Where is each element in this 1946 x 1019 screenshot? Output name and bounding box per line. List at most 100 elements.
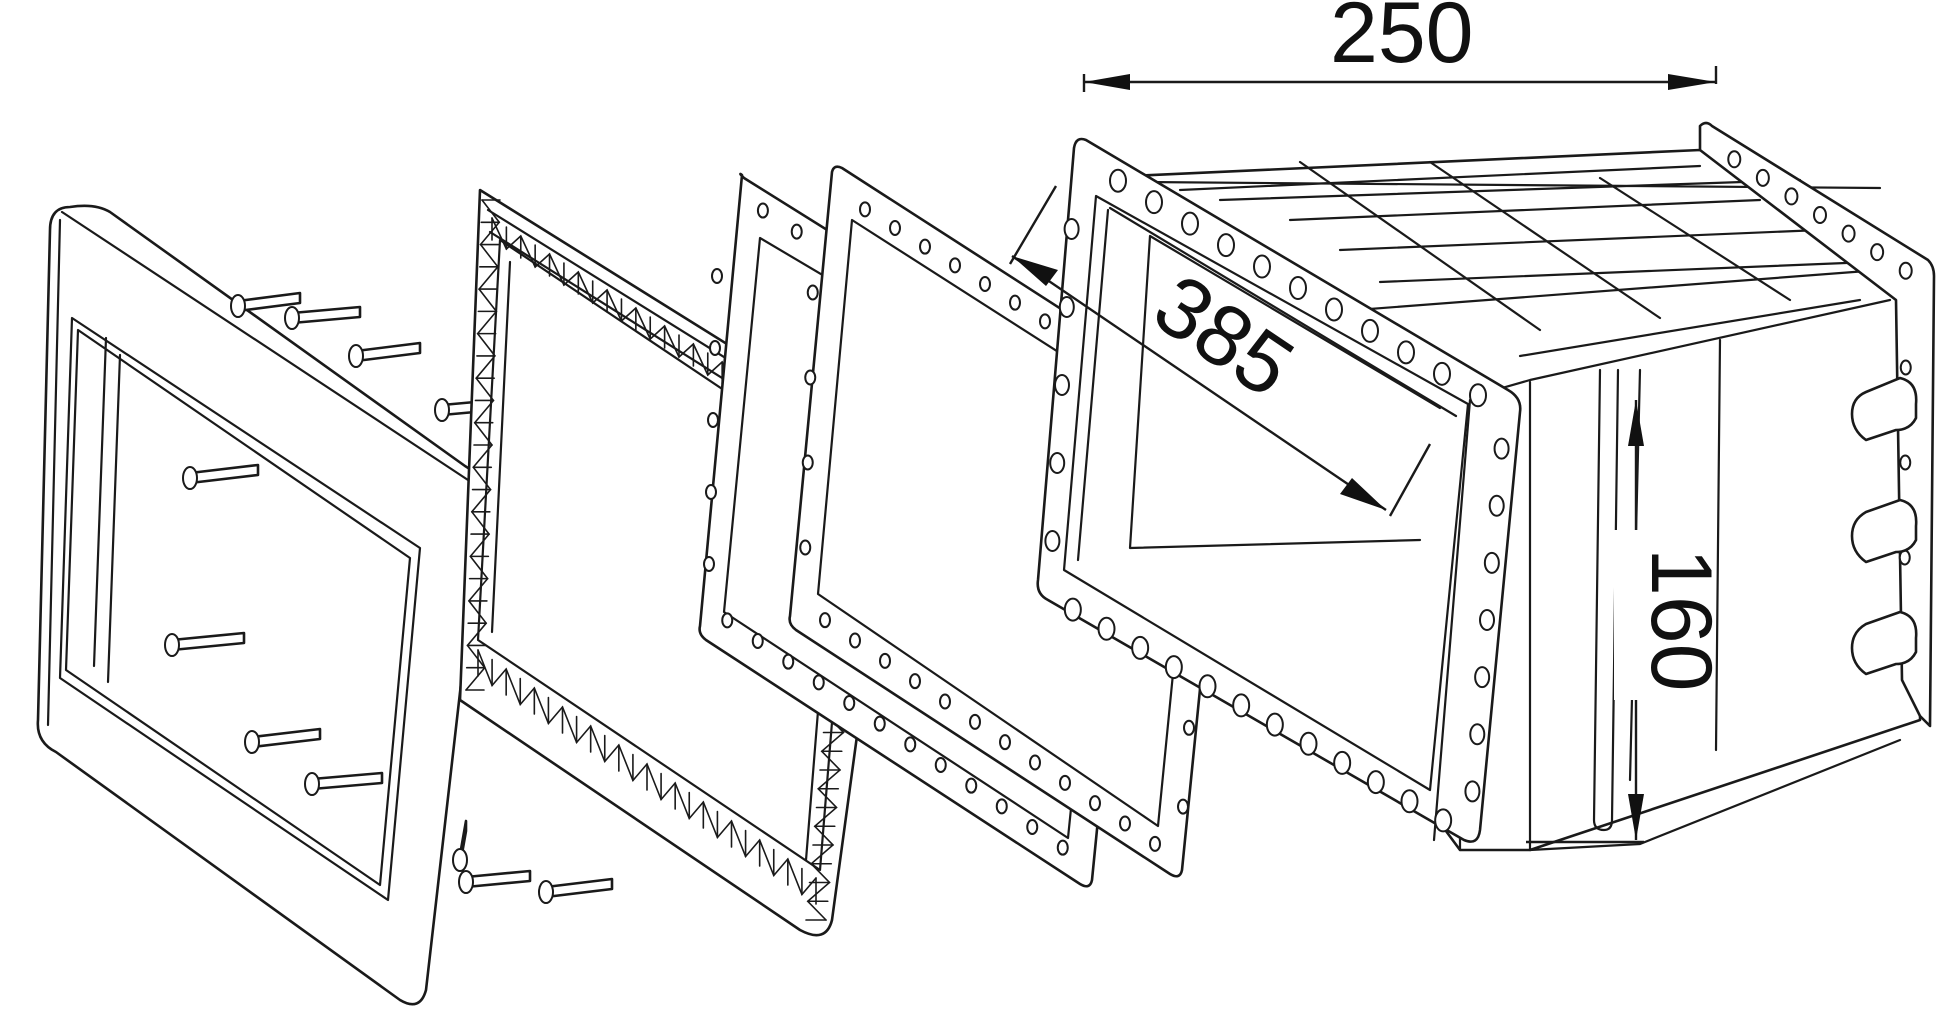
- bolt-hole: [804, 369, 817, 386]
- screw: [452, 819, 468, 872]
- bolt-hole: [1784, 187, 1799, 206]
- bolt-hole: [969, 713, 981, 730]
- bolt-hole: [756, 202, 769, 219]
- screw: [244, 727, 322, 754]
- bolt-hole: [859, 201, 871, 218]
- screw: [348, 341, 422, 368]
- bolt-hole: [979, 276, 991, 292]
- bolt-hole: [1039, 313, 1051, 330]
- screw: [284, 305, 362, 330]
- side-bosses: [1850, 376, 1918, 676]
- bolt-hole: [1109, 168, 1127, 193]
- bolt-hole: [965, 777, 978, 794]
- bolt-hole: [1049, 452, 1066, 474]
- bolt-hole: [1149, 835, 1161, 852]
- bolt-hole: [843, 695, 856, 711]
- screw: [538, 877, 614, 904]
- bolt-hole: [1089, 795, 1101, 812]
- bolt-hole: [849, 632, 861, 649]
- bolt-hole: [1181, 211, 1199, 236]
- bolt-hole: [873, 715, 886, 732]
- bolt-hole: [1493, 437, 1510, 460]
- bolt-hole: [1253, 254, 1271, 279]
- bolt-hole: [1899, 359, 1912, 376]
- bolt-hole: [1026, 819, 1039, 835]
- bolt-hole: [1813, 206, 1827, 224]
- bolt-hole: [1217, 233, 1235, 258]
- bolt-hole: [751, 633, 764, 649]
- skimmer-body: [1036, 121, 1936, 852]
- bolt-hole: [1397, 340, 1415, 365]
- bolt-hole: [707, 412, 719, 428]
- bolt-hole: [919, 238, 931, 255]
- bolt-hole: [1198, 674, 1217, 699]
- bolt-hole: [1755, 168, 1770, 187]
- bolt-hole: [819, 612, 831, 629]
- dimension-height: 160: [1526, 400, 1729, 844]
- bolt-hole: [782, 653, 795, 670]
- bolt-hole: [1029, 754, 1041, 771]
- bolt-hole: [1434, 808, 1453, 833]
- bolt-hole: [1145, 190, 1163, 215]
- width-label: 250: [1330, 0, 1474, 81]
- bolt-hole: [721, 612, 734, 629]
- bolt-hole: [1119, 815, 1131, 832]
- bolt-hole: [709, 340, 721, 356]
- bolt-hole: [1059, 774, 1071, 791]
- bolt-hole: [1265, 712, 1284, 737]
- screw: [164, 631, 246, 657]
- screw: [182, 463, 260, 490]
- bolt-hole: [801, 454, 814, 471]
- bolt-hole: [1488, 494, 1505, 517]
- bolt-hole: [1469, 723, 1486, 746]
- height-label: 160: [1633, 548, 1729, 692]
- bolt-hole: [1400, 789, 1419, 814]
- screw: [304, 771, 384, 796]
- bolt-hole: [889, 220, 901, 236]
- bolt-hole: [790, 223, 803, 240]
- bolt-hole: [1483, 551, 1500, 574]
- bolt-hole: [1361, 318, 1379, 343]
- bolt-hole: [1727, 150, 1742, 169]
- bolt-hole: [939, 693, 951, 710]
- bolt-hole: [1131, 635, 1150, 660]
- bolt-hole: [1063, 218, 1080, 240]
- bolt-hole: [1289, 276, 1307, 300]
- screw: [230, 291, 302, 318]
- bolt-hole: [1325, 297, 1343, 322]
- bolt-hole: [904, 736, 917, 753]
- bolt-hole: [711, 268, 723, 284]
- bolt-hole: [1009, 294, 1021, 311]
- bolt-hole: [799, 539, 812, 556]
- bolt-hole: [1870, 243, 1885, 262]
- bolt-hole: [879, 652, 891, 669]
- bolt-hole: [909, 673, 921, 690]
- bolt-hole: [1899, 454, 1912, 471]
- bolt-hole: [1474, 666, 1491, 689]
- bolt-hole: [1183, 719, 1195, 736]
- bolt-hole: [1464, 780, 1481, 803]
- dimension-width: 250: [1082, 0, 1718, 92]
- bolt-hole: [1479, 609, 1495, 631]
- bolt-hole: [949, 257, 961, 274]
- bolt-hole: [1044, 530, 1061, 552]
- bolt-hole: [703, 556, 715, 572]
- bolt-hole: [1097, 616, 1116, 641]
- bolt-hole: [934, 757, 947, 773]
- bolt-hole: [1054, 374, 1070, 396]
- bolt-hole: [1366, 770, 1385, 795]
- bolt-hole: [995, 798, 1008, 815]
- bolt-hole: [1299, 731, 1318, 756]
- bolt-hole: [1898, 261, 1913, 280]
- bolt-hole: [1063, 597, 1082, 622]
- bolt-hole: [1433, 361, 1451, 386]
- bolt-hole: [1058, 296, 1075, 318]
- bolt-hole: [1056, 839, 1069, 856]
- screw: [458, 869, 532, 894]
- bolt-hole: [1164, 655, 1183, 680]
- bolt-hole: [1232, 693, 1251, 718]
- bolt-hole: [705, 484, 717, 500]
- bolt-hole: [812, 674, 825, 691]
- face-plate: [36, 204, 484, 1006]
